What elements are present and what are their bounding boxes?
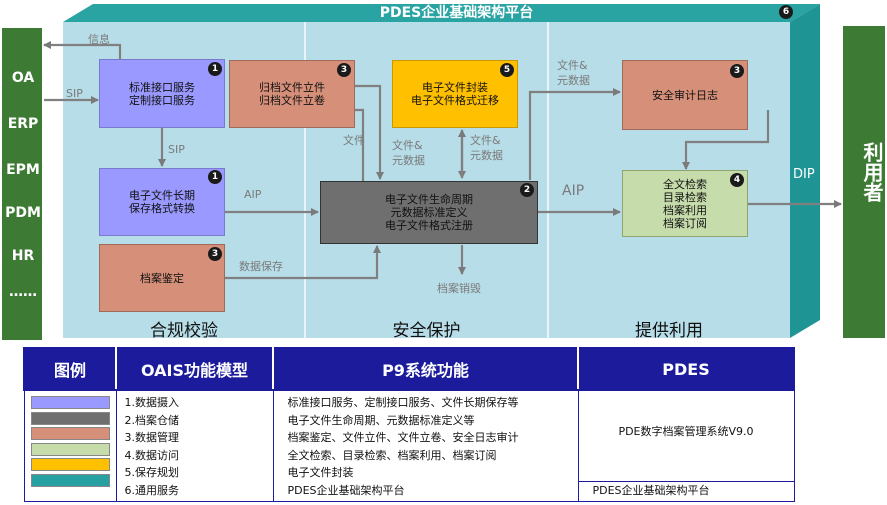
legend-oais-4: 4.数据访问: [124, 448, 180, 462]
legend-swatch-2: [30, 411, 110, 425]
legend-oais-6: 6.通用服务: [124, 483, 180, 497]
legend-swatch-4: [30, 442, 110, 456]
file-label: 文件: [343, 134, 365, 147]
legend-oais-5: 5.保存规划: [124, 466, 180, 479]
legend-p9-1: 标准接口服务、定制接口服务、文件长期保存等: [287, 396, 519, 409]
archive-line2: 归档文件立卷: [259, 94, 325, 107]
sip-down-label: SIP: [168, 143, 185, 156]
interface-line2: 定制接口服务: [129, 93, 195, 107]
section-utilization: 提供利用: [635, 321, 703, 341]
system-epm: EPM: [6, 162, 40, 178]
search-line3: 档案利用: [663, 203, 707, 217]
file-meta2-label-a: 文件&: [470, 134, 501, 147]
audit-search-arrow: [682, 110, 770, 170]
lifecycle-line3: 电子文件格式注册: [385, 219, 473, 232]
legend-swatch-3: [30, 427, 110, 440]
legend-table: 图例 OAIS功能模型 P9系统功能 PDES 1.数据摄入 2.档案仓储 3.…: [23, 347, 795, 502]
interface-badge: 1: [208, 62, 222, 76]
legend-pdes-main: PDE数字档案管理系统V9.0: [618, 425, 754, 438]
save-arrow: [224, 245, 381, 280]
search-line1: 全文检索: [663, 177, 707, 191]
sip-left-label: SIP: [66, 87, 83, 100]
legend-p9-6: PDES企业基础架构平台: [287, 483, 405, 497]
archive-line1: 归档文件立件: [259, 81, 325, 94]
section-protection: 安全保护: [392, 321, 461, 341]
legend-p9-3: 档案鉴定、文件立件、文件立卷、安全日志审计: [287, 431, 519, 444]
interface-line1: 标准接口服务: [129, 80, 195, 94]
legend-swatch-5: [30, 458, 110, 471]
file-meta1-label-a: 文件&: [392, 139, 423, 152]
legend-header-pdes: PDES: [577, 347, 795, 391]
save-label: 数据保存: [239, 260, 283, 273]
legend-swatch-1: [30, 396, 110, 409]
seal-line1: 电子文件封装: [422, 81, 488, 94]
legend-header-p9: P9系统功能: [272, 347, 579, 391]
legend-header-oais: OAIS功能模型: [115, 347, 274, 391]
appraise-line1: 档案鉴定: [140, 271, 184, 285]
convert-badge: 1: [208, 170, 222, 184]
lifecycle-badge: 2: [520, 183, 534, 197]
aip-right-label: AIP: [562, 183, 585, 199]
legend-header-legend: 图例: [23, 347, 117, 391]
audit-log-box: 安全审计日志: [622, 60, 748, 130]
legend-oais-1: 1.数据摄入: [124, 396, 180, 409]
info-label: 信息: [88, 33, 110, 46]
lifecycle-line2: 元数据标准定义: [390, 206, 468, 219]
legend-p9-cell: 标准接口服务、定制接口服务、文件长期保存等 电子文件生命周期、元数据标准定义等 …: [272, 389, 579, 502]
lifecycle-line1: 电子文件生命周期: [385, 193, 473, 206]
legend-p9-2: 电子文件生命周期、元数据标准定义等: [287, 413, 475, 427]
dip-label: DIP: [793, 167, 815, 182]
system-erp: ERP: [7, 116, 39, 132]
legend-pdes-divider: [578, 481, 794, 482]
archive-box: 归档文件立件 归档文件立卷: [229, 60, 355, 128]
format-convert-box: 电子文件长期 保存格式转换: [99, 168, 225, 236]
seal-line2: 电子文件格式迁移: [411, 94, 499, 107]
appraise-box: 档案鉴定: [99, 244, 225, 312]
legend-swatch-cell: [23, 389, 117, 502]
archive-badge: 3: [337, 63, 351, 77]
legend-swatch-6: [30, 473, 110, 487]
audit-line1: 安全审计日志: [652, 88, 718, 102]
legend-header-row: 图例 OAIS功能模型 P9系统功能 PDES: [23, 347, 795, 391]
lifecycle-box: 电子文件生命周期 元数据标准定义 电子文件格式注册: [320, 181, 538, 244]
search-badge: 4: [730, 173, 744, 187]
file-meta3-label-b: 元数据: [557, 74, 590, 87]
search-box: 全文检索 目录检索 档案利用 档案订阅: [622, 170, 748, 237]
system-more: ……: [9, 284, 37, 300]
destroy-label: 档案销毁: [437, 282, 481, 295]
legend-oais-2: 2.档案仓储: [124, 413, 180, 427]
platform-title: PDES企业基础架构平台: [379, 5, 534, 21]
user-label: 利用者: [860, 142, 884, 202]
section-compliance: 合规校验: [150, 321, 218, 341]
system-oa: OA: [11, 70, 35, 86]
file-meta2-label-b: 元数据: [470, 149, 503, 162]
info-arrow: [43, 41, 122, 59]
seal-badge: 5: [500, 63, 514, 77]
convert-line2: 保存格式转换: [129, 202, 195, 215]
appraise-badge: 3: [208, 247, 222, 261]
audit-badge: 3: [730, 64, 744, 78]
platform-badge: 6: [779, 5, 793, 19]
legend-p9-5: 电子文件封装: [287, 466, 354, 479]
file-meta3-label-a: 文件&: [557, 59, 588, 72]
seal-box: 电子文件封装 电子文件格式迁移: [392, 60, 518, 128]
system-pdm: PDM: [5, 205, 41, 221]
system-hr: HR: [11, 248, 35, 264]
file-meta1-label-b: 元数据: [392, 154, 425, 167]
search-line4: 档案订阅: [663, 216, 707, 230]
convert-line1: 电子文件长期: [129, 189, 195, 202]
interface-service-box: 标准接口服务 定制接口服务: [99, 59, 225, 128]
search-line2: 目录检索: [663, 190, 707, 204]
legend-oais-cell: 1.数据摄入 2.档案仓储 3.数据管理 4.数据访问 5.保存规划 6.通用服…: [115, 389, 274, 502]
legend-body-row: 1.数据摄入 2.档案仓储 3.数据管理 4.数据访问 5.保存规划 6.通用服…: [23, 389, 795, 502]
legend-oais-3: 3.数据管理: [124, 431, 180, 444]
legend-p9-4: 全文检索、目录检索、档案利用、档案订阅: [287, 448, 497, 462]
meta-audit-arrow: [528, 88, 621, 180]
legend-pdes-cell: PDE数字档案管理系统V9.0 PDES企业基础架构平台: [577, 389, 795, 502]
aip-left-label: AIP: [244, 188, 262, 201]
legend-pdes-bottom: PDES企业基础架构平台: [592, 484, 710, 497]
